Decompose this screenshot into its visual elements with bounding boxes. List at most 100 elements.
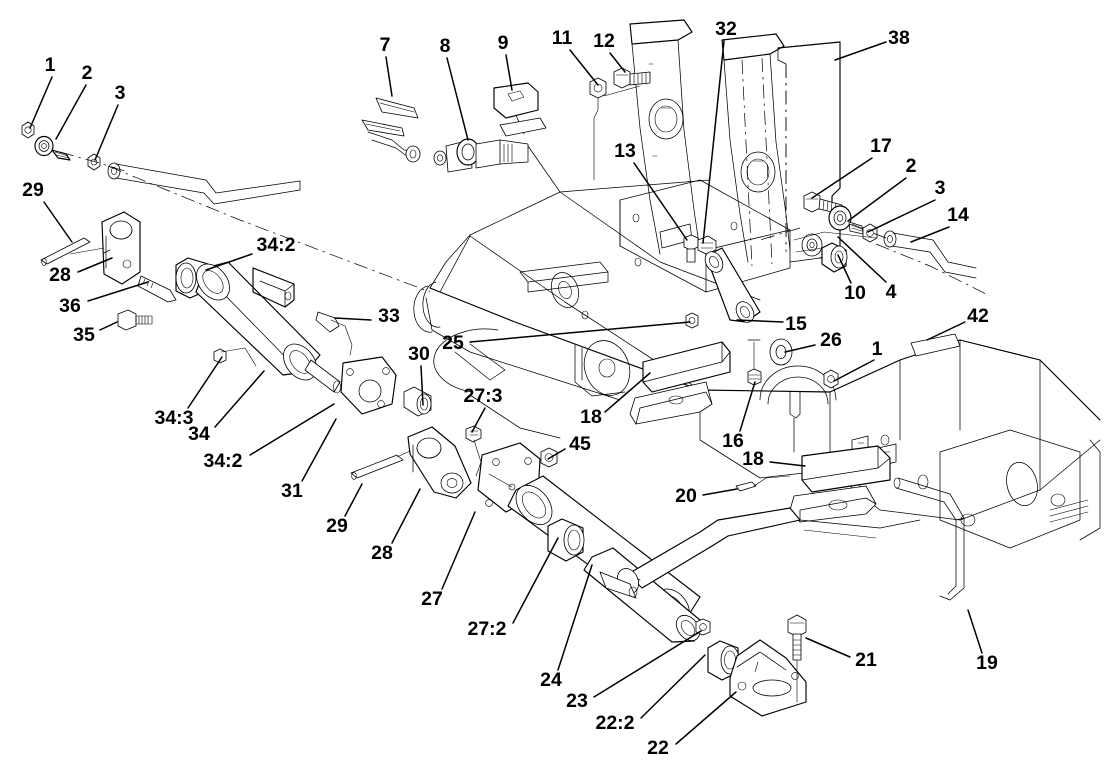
rubber-pad-icon	[801, 445, 891, 493]
callout-number-28: 28	[49, 264, 71, 286]
bent-rod-icon	[107, 162, 301, 205]
callout-leader-27-3	[471, 407, 486, 433]
cap-screw-icon	[117, 309, 153, 331]
callout-leader-27	[441, 511, 476, 590]
main-frame-assembly	[413, 179, 1101, 549]
callout-leader-45	[547, 448, 566, 460]
callout-leader-21	[805, 637, 851, 658]
callout-leader-1	[29, 76, 53, 129]
callout-number-3: 3	[115, 82, 126, 104]
callout-leader-28	[77, 257, 113, 273]
roll-pin-icon	[350, 454, 404, 480]
callout-number-3: 3	[935, 177, 946, 199]
hex-nut-icon	[823, 369, 839, 389]
callout-leader-17	[811, 157, 873, 199]
callout-leader-20	[702, 488, 738, 496]
callout-leader-26	[784, 344, 816, 353]
callout-number-32: 32	[715, 18, 737, 40]
grip-half-icon	[361, 97, 419, 137]
callout-number-34-2: 34:2	[203, 450, 242, 472]
threaded-stud-icon	[137, 275, 177, 303]
callout-number-33: 33	[378, 305, 400, 327]
callout-leader-18	[769, 461, 806, 467]
callout-number-10: 10	[844, 282, 866, 304]
grease-fitting-icon	[465, 425, 482, 443]
callout-number-30: 30	[408, 343, 430, 365]
callout-leader-11	[569, 49, 599, 86]
callout-leader-14	[910, 226, 950, 243]
callout-leader-36	[87, 281, 149, 302]
callout-number-45: 45	[569, 433, 591, 455]
callout-number-31: 31	[281, 480, 303, 502]
callout-leader-38	[834, 41, 887, 61]
callout-number-22-2: 22:2	[595, 712, 634, 734]
bent-rod-icon	[883, 230, 977, 279]
callout-number-22: 22	[647, 737, 669, 759]
callout-leader-8	[446, 57, 469, 141]
callout-number-12: 12	[593, 30, 615, 52]
callout-leader-34	[214, 370, 265, 428]
callout-number-34-3: 34:3	[154, 407, 193, 429]
callout-leader-9	[505, 54, 513, 91]
callout-number-8: 8	[440, 35, 451, 57]
bushing-icon	[547, 518, 585, 562]
callout-leader-22	[675, 691, 737, 745]
callout-leader-34-2	[249, 403, 335, 456]
callout-leader-23	[593, 630, 702, 698]
callout-number-1: 1	[872, 338, 883, 360]
callout-number-7: 7	[380, 34, 391, 56]
callout-leader-lines	[29, 40, 983, 745]
callout-leader-1	[833, 359, 875, 382]
callout-leader-34-2	[205, 253, 253, 271]
callout-number-27-3: 27:3	[463, 385, 502, 407]
callout-leader-29	[43, 201, 73, 243]
construction-dashed-lines	[59, 57, 991, 297]
callout-number-13: 13	[614, 140, 636, 162]
small-pin-icon	[213, 348, 227, 364]
callout-number-4: 4	[886, 281, 897, 303]
callout-number-35: 35	[73, 324, 95, 346]
callout-leader-15	[736, 319, 784, 323]
callout-number-2: 2	[906, 155, 917, 177]
upper-control-lever	[361, 82, 561, 193]
rod-end-icon	[34, 135, 71, 161]
hex-nut-icon	[589, 77, 607, 99]
callout-leader-16	[739, 381, 756, 432]
callout-leader-2	[847, 177, 907, 222]
upper-fasteners	[589, 67, 651, 181]
hex-nut-icon	[685, 312, 699, 329]
callout-leader-35	[99, 321, 118, 331]
callout-leader-32	[702, 40, 725, 244]
callout-number-1: 1	[45, 54, 56, 76]
washer-icon	[862, 223, 878, 243]
callout-number-16: 16	[722, 430, 744, 452]
callout-number-34: 34	[188, 423, 210, 445]
callout-number-34-2: 34:2	[256, 234, 295, 256]
roll-pin-icon	[40, 237, 91, 266]
callout-number-14: 14	[947, 204, 969, 226]
callout-leader-33	[334, 317, 372, 321]
callout-number-29: 29	[22, 179, 44, 201]
bolt-icon	[787, 614, 807, 703]
left-damper-assembly	[195, 261, 432, 417]
callout-number-26: 26	[820, 329, 842, 351]
callout-leader-27-2	[512, 537, 559, 624]
right-linkage-assembly	[793, 191, 977, 279]
bolt-icon	[683, 234, 699, 263]
bolt-icon	[613, 67, 651, 89]
washer-icon	[87, 153, 101, 171]
callout-number-23: 23	[566, 690, 588, 712]
rod-end-icon	[828, 205, 864, 235]
callout-number-19: 19	[976, 652, 998, 674]
callout-leader-10	[837, 254, 852, 284]
callout-leader-28	[391, 488, 421, 544]
upper-left-rod-assembly	[21, 121, 301, 205]
callout-number-28: 28	[371, 542, 393, 564]
tie-rod-icon	[315, 311, 353, 356]
callout-leader-3	[94, 104, 119, 161]
callout-leader-12	[609, 52, 626, 73]
hex-nut-icon	[695, 618, 711, 636]
callout-leader-31	[301, 418, 337, 482]
